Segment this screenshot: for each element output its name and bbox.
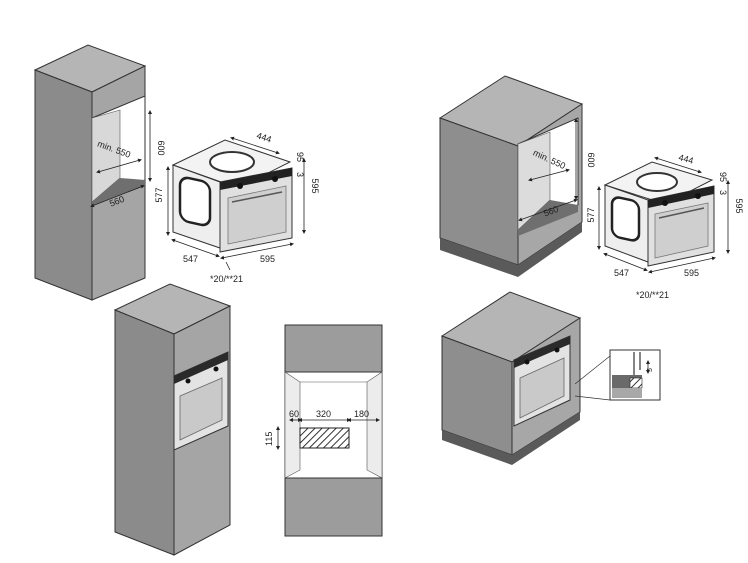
front-height-label-2: 595 xyxy=(734,198,744,213)
top-depth-label-2: 444 xyxy=(677,152,694,166)
left-gap-label: 60 xyxy=(289,409,299,419)
undercounter-with-oven xyxy=(440,291,582,465)
width-label: 595 xyxy=(260,254,275,264)
door-offset-label: *20/**21 xyxy=(210,274,243,284)
oven-dimensions-left: 444 577 547 595 595 3 95 *20/**21 xyxy=(154,130,320,284)
undercounter-installation: 600 min. 550 560 xyxy=(438,75,596,277)
opening-height-label: 115 xyxy=(264,432,274,446)
detail-callout: 5 xyxy=(574,349,661,401)
niche-height-label: 600 xyxy=(156,140,166,155)
ventilation-opening-diagram: 60 320 180 115 xyxy=(264,324,383,537)
panel-a-label-2: 3 xyxy=(718,190,728,195)
tall-cabinet-with-oven xyxy=(113,283,232,556)
width-label-2: 595 xyxy=(684,268,699,278)
front-height-label: 595 xyxy=(310,178,320,193)
depth-label-2: 547 xyxy=(614,268,629,278)
top-depth-label: 444 xyxy=(255,130,272,144)
tall-cabinet-installation: 600 min. 550 560 xyxy=(33,44,166,301)
height-total-label: 577 xyxy=(154,187,164,202)
right-gap-label: 180 xyxy=(354,409,369,419)
gap-label: 5 xyxy=(647,368,654,372)
opening-width-label: 320 xyxy=(316,409,331,419)
panel-b-label-2: 95 xyxy=(718,172,728,182)
panel-a-label: 3 xyxy=(295,172,305,177)
height-total-label-2: 577 xyxy=(586,207,596,222)
panel-b-label: 95 xyxy=(295,152,305,162)
door-offset-label-2: *20/**21 xyxy=(636,290,669,300)
oven-dimensions-right: 444 577 547 595 595 3 95 *20/**21 xyxy=(586,152,744,300)
depth-label: 547 xyxy=(183,254,198,264)
niche-height-label-2: 600 xyxy=(586,152,596,167)
